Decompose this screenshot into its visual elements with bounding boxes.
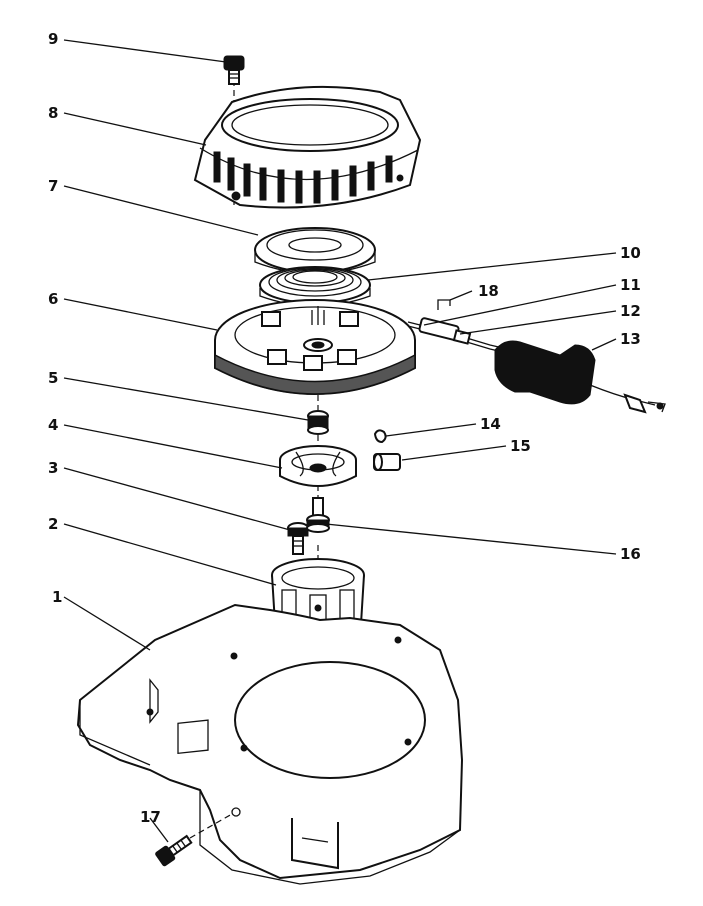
- callout-1: 1: [52, 588, 62, 606]
- callout-8: 8: [48, 104, 58, 122]
- callout-11: 11: [620, 276, 641, 294]
- part-15-pawl: [373, 453, 401, 471]
- part-1-blower-housing: [76, 603, 464, 885]
- part-11-rope-insert: [418, 317, 460, 341]
- callout-3: 3: [48, 459, 58, 477]
- callout-12: 12: [620, 302, 641, 320]
- callout-6: 6: [48, 290, 58, 308]
- part-18-clip: [437, 299, 451, 310]
- callout-10: 10: [620, 244, 641, 262]
- callout-2: 2: [48, 515, 58, 533]
- part-9-bolt: [223, 55, 245, 85]
- callout-18: 18: [478, 282, 499, 300]
- part-16-stud: [306, 497, 330, 533]
- part-13-handle: [494, 340, 666, 414]
- callout-16: 16: [620, 545, 641, 563]
- callout-17: 17: [140, 808, 161, 826]
- callout-4: 4: [48, 416, 58, 434]
- callout-labels: 9 8 7 6 5 4 3 2 1 10 11 12 13 18 14 15 1…: [48, 30, 641, 826]
- part-3-screw: [287, 522, 309, 555]
- part-5-bushing: [307, 410, 329, 435]
- cover-vents: [213, 151, 393, 204]
- part-8-starter-cover: [193, 85, 422, 209]
- part-6-pulley: [214, 299, 416, 395]
- callout-14: 14: [480, 415, 501, 433]
- part-4-cup: [279, 445, 357, 487]
- callout-7: 7: [48, 177, 58, 195]
- pulley-knurl: [214, 353, 416, 395]
- callout-15: 15: [510, 437, 531, 455]
- callout-5: 5: [48, 369, 58, 387]
- callout-9: 9: [48, 30, 58, 48]
- leader-lines: [63, 39, 617, 843]
- part-17-bolt: [155, 813, 233, 867]
- callout-13: 13: [620, 330, 641, 348]
- part-14-pawl-spring: [373, 429, 387, 444]
